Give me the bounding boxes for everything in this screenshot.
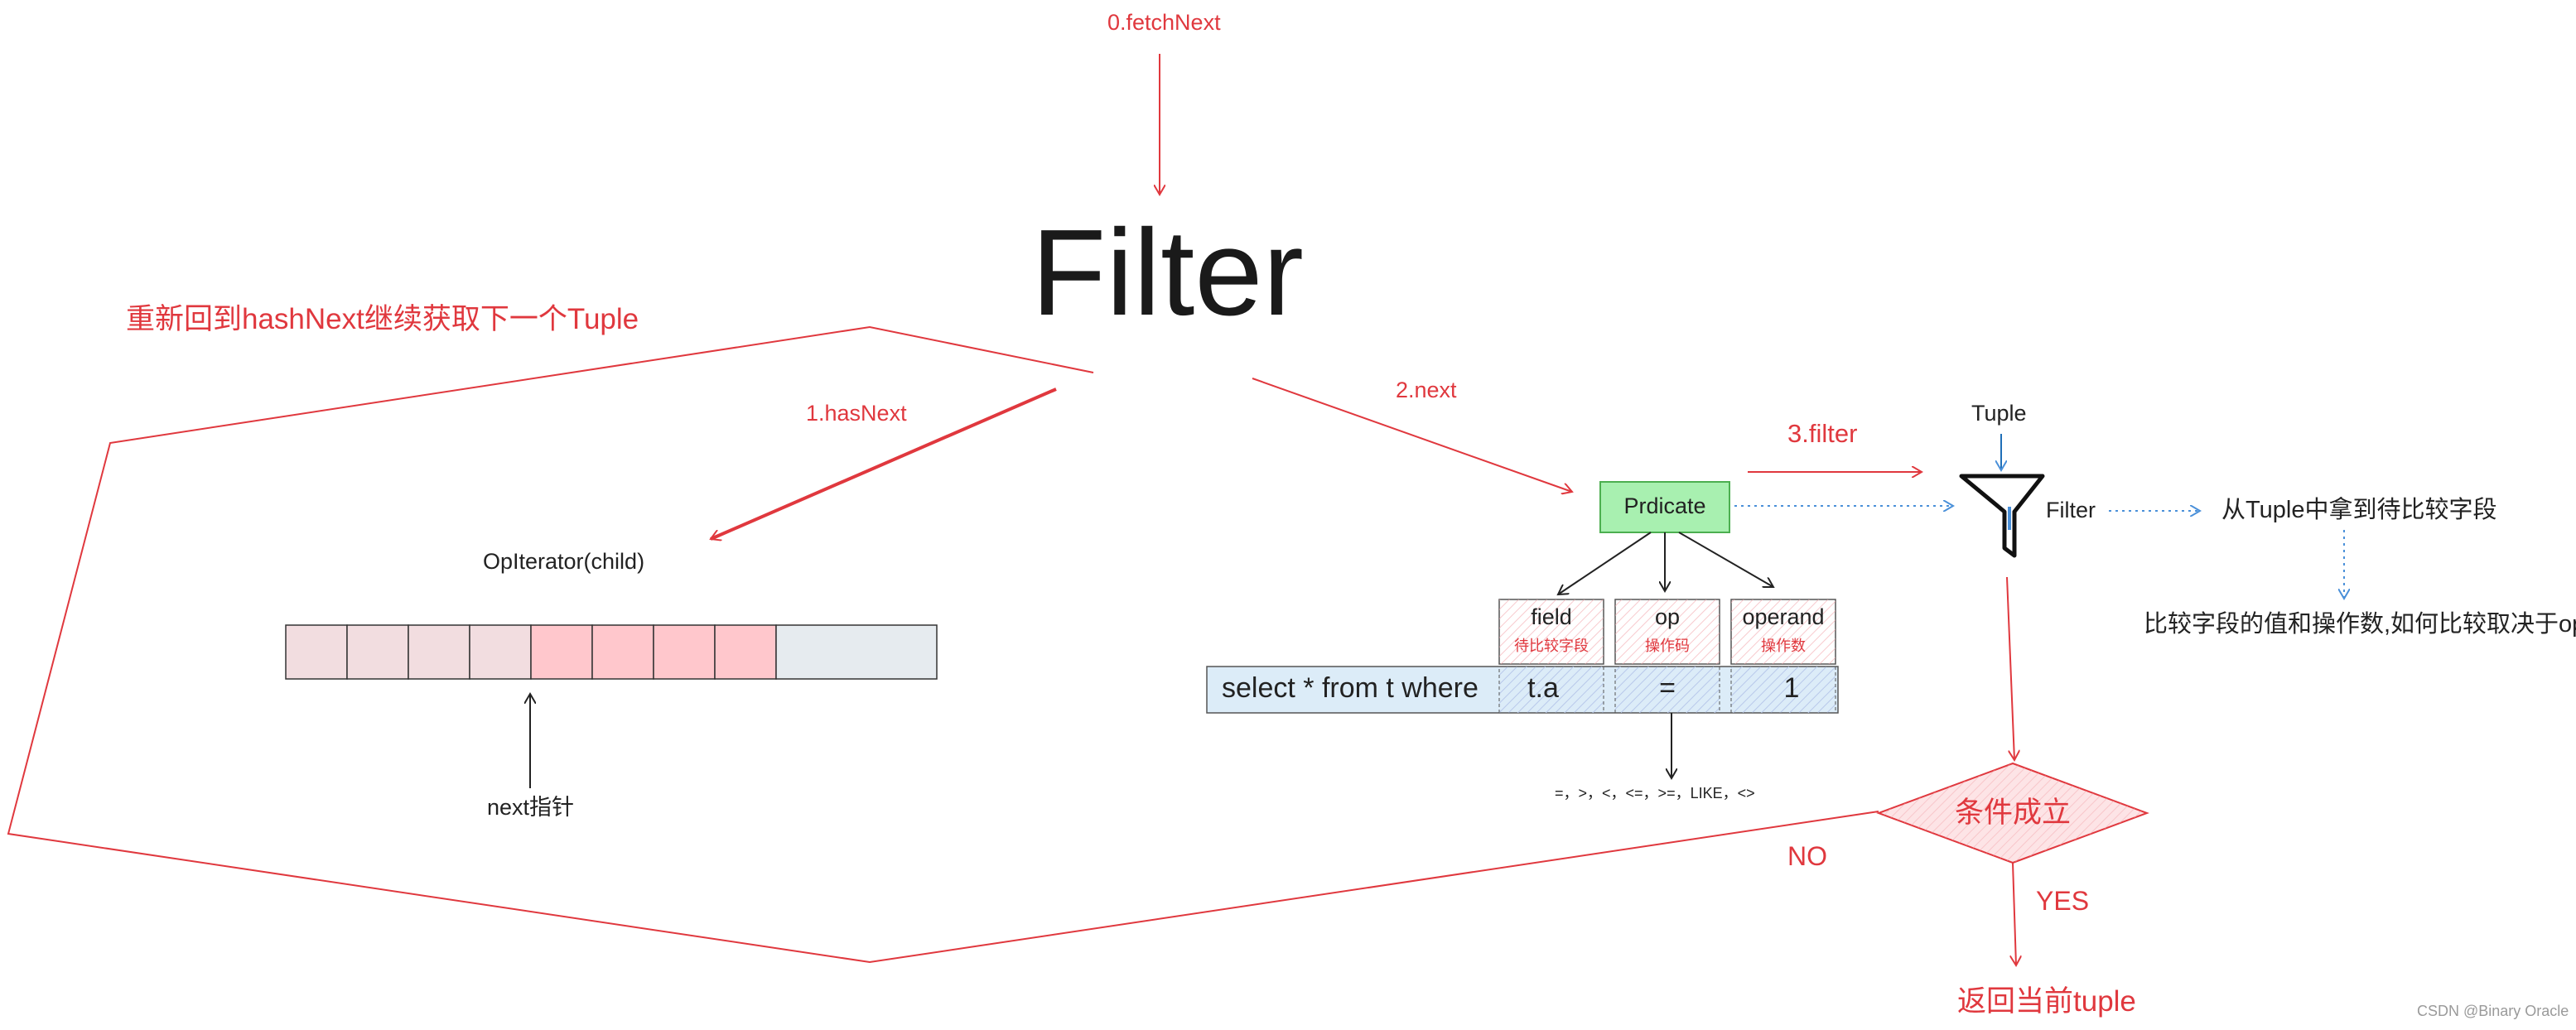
step-next-label: 2.next <box>1396 378 1457 402</box>
filter-note-2: 比较字段的值和操作数,如何比较取决于op <box>2144 611 2576 638</box>
filter-decision-arrow <box>2006 576 2014 760</box>
op-name: op <box>1654 604 1681 629</box>
decision-label: 条件成立 <box>1954 797 2072 829</box>
step-has-next-label: 1.hasNext <box>806 401 907 426</box>
child-array-cell <box>775 624 938 680</box>
step-fetch-next-label: 0.fetchNext <box>1107 10 1221 35</box>
predicate-label: Prdicate <box>1623 493 1706 518</box>
filter-note-1: 从Tuple中拿到待比较字段 <box>2221 497 2497 523</box>
sql-field-value: t.a <box>1527 672 1559 704</box>
filter-icon-label: Filter <box>2046 498 2096 522</box>
field-desc: 待比较字段 <box>1514 638 1589 654</box>
child-array-cell <box>653 624 716 680</box>
diagram-title: Filter <box>1031 205 1304 341</box>
step-filter-label: 3.filter <box>1787 419 1858 448</box>
sql-value-operand <box>1730 666 1836 714</box>
child-array-cell <box>714 624 777 680</box>
sql-value-field <box>1498 666 1604 714</box>
sql-operand-value: 1 <box>1783 672 1800 704</box>
loop-back-path <box>7 325 1879 964</box>
loop-back-label: 重新回到hashNext继续获取下一个Tuple <box>126 303 639 335</box>
decision-no-label: NO <box>1787 841 1827 871</box>
field-name: field <box>1531 604 1572 629</box>
funnel-icon <box>1959 474 2045 558</box>
sql-value-op <box>1614 666 1720 714</box>
watermark: CSDN @Binary Oracle <box>2417 1003 2569 1019</box>
child-iterator-label: OpIterator(child) <box>483 549 645 574</box>
tuple-label: Tuple <box>1971 401 2027 426</box>
sql-op-value: = <box>1659 672 1676 704</box>
child-array-cell <box>530 624 593 680</box>
predicate-operand-arrow <box>1678 532 1773 587</box>
next-pointer-label: next指针 <box>487 795 575 820</box>
operand-desc: 操作数 <box>1761 638 1806 654</box>
return-tuple-label: 返回当前tuple <box>1957 985 2136 1018</box>
decision-yes-label: YES <box>2036 886 2090 916</box>
child-array <box>285 624 938 680</box>
child-array-cell <box>408 624 470 680</box>
predicate-field-arrow <box>1558 532 1652 594</box>
next-arrow <box>1252 378 1572 492</box>
child-array-cell <box>469 624 532 680</box>
child-array-cell <box>591 624 654 680</box>
sql-text: select * from t where <box>1222 672 1479 704</box>
child-array-cell <box>285 624 348 680</box>
has-next-arrow <box>711 387 1057 539</box>
operators-list: =，>，<，<=，>=，LIKE，<> <box>1555 785 1755 801</box>
op-desc: 操作码 <box>1645 638 1690 654</box>
operand-name: operand <box>1742 604 1825 629</box>
yes-arrow <box>2013 862 2016 965</box>
child-array-cell <box>346 624 409 680</box>
